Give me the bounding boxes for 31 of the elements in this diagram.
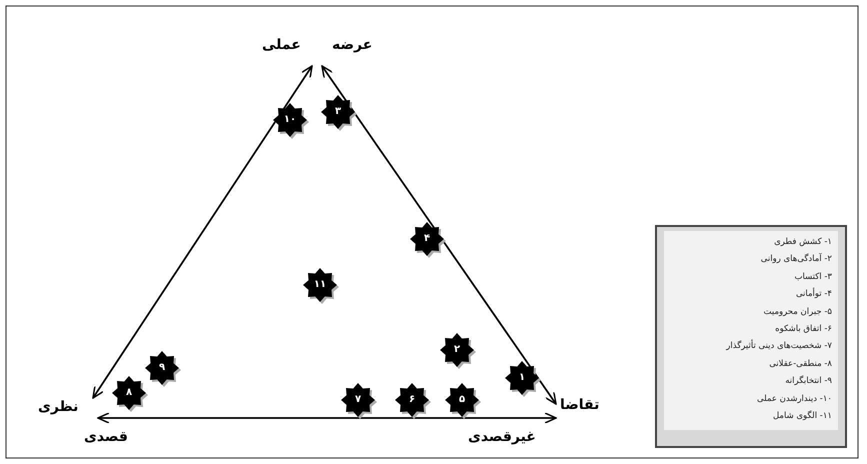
legend-item: ۵- جبران محرومیت [764,306,832,318]
axis-label: نظری [38,398,78,416]
legend-item: ۸- منطقی-عقلانی [769,358,832,370]
star-marker: ۱۰ [273,103,309,139]
star-marker: ۱۱ [303,268,339,304]
star-marker: ۱ [505,361,541,397]
double-headed-arrow [92,65,313,399]
star-marker: ۹ [145,351,181,387]
legend-item: ۲- آمادگی‌های روانی [760,253,832,266]
axis-label: قصدی [84,428,128,446]
legend-item: ۴- توأمانی [796,288,832,300]
legend-item: ۱۱- الگوی شامل [772,410,832,422]
double-headed-arrow [97,412,557,424]
star-marker: ۵ [445,383,481,419]
star-marker: ۲ [440,333,476,369]
legend-item: ۱۰- دیندارشدن عملی [757,392,832,405]
star-marker: ۳ [321,95,357,131]
star-marker: ۸ [112,376,148,412]
star-marker: ۷ [341,383,377,419]
legend-item: ۱- کشش فطری [774,236,832,248]
legend-item: ۹- انتخابگرانه [785,375,832,388]
legend-item: ۳- اکتساب [794,270,832,283]
axis-label: غیرقصدی [468,428,536,446]
legend-item: ۶- اتفاق باشکوه [775,323,832,335]
star-marker: ۶ [395,383,431,419]
axis-label: عرضه [332,36,372,54]
axis-label: عملی [262,36,301,54]
axis-label: تقاضا [560,396,600,414]
star-marker: ۴ [410,222,446,258]
double-headed-arrow [321,65,557,405]
legend-item: ۷- شخصیت‌های دینی تأثیرگذار [726,340,832,352]
